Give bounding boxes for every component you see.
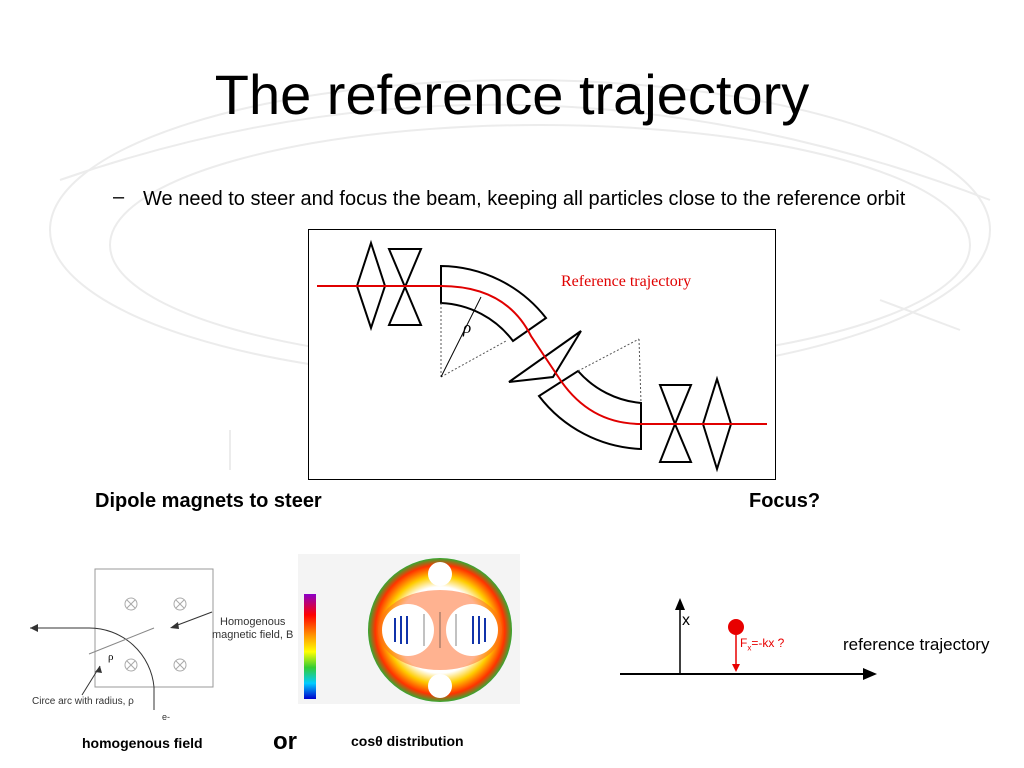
dipole-magnet-2 <box>537 369 642 451</box>
beamline-diagram <box>317 239 767 473</box>
page-title: The reference trajectory <box>214 63 810 126</box>
force-arrow-icon <box>732 664 740 672</box>
field-label-line2: magnetic field, B <box>212 629 294 641</box>
dipole-rho: ρ <box>108 651 114 663</box>
field-map-image <box>304 558 512 702</box>
reference-arrow-icon <box>863 668 877 680</box>
cos-theta-field-map <box>298 554 520 704</box>
x-axis-label: x <box>682 612 690 629</box>
bullet-dash: – <box>113 186 125 208</box>
reference-trajectory-line <box>317 285 767 425</box>
homogenous-field-diagram <box>30 568 214 710</box>
focusing-lens <box>355 239 387 332</box>
bullet-text: We need to steer and focus the beam, kee… <box>143 188 906 210</box>
x-axis-arrow-icon <box>675 598 685 610</box>
electron-label: e- <box>162 712 171 722</box>
dipole-magnet-1 <box>440 264 548 343</box>
reference-trajectory-figure: Reference trajectory ρ <box>308 229 776 480</box>
rho-symbol: ρ <box>463 318 472 337</box>
homogenous-field-label: homogenous field <box>82 735 203 751</box>
reference-trajectory-text: reference trajectory <box>843 635 990 654</box>
particle-dot <box>728 619 744 635</box>
arc-radius-label: Circe arc with radius, ρ <box>32 696 134 707</box>
or-label: or <box>273 728 297 755</box>
force-label: Fx=-kx ? <box>740 636 785 653</box>
focusing-diagram <box>620 598 877 680</box>
focus-label: Focus? <box>749 490 821 512</box>
reference-trajectory-label: Reference trajectory <box>561 273 692 290</box>
cos-distribution-label: cosθ distribution <box>351 733 464 749</box>
focusing-lens-right <box>701 375 733 473</box>
dipole-label: Dipole magnets to steer <box>95 490 322 512</box>
field-label-line1: Homogenous <box>220 616 286 628</box>
